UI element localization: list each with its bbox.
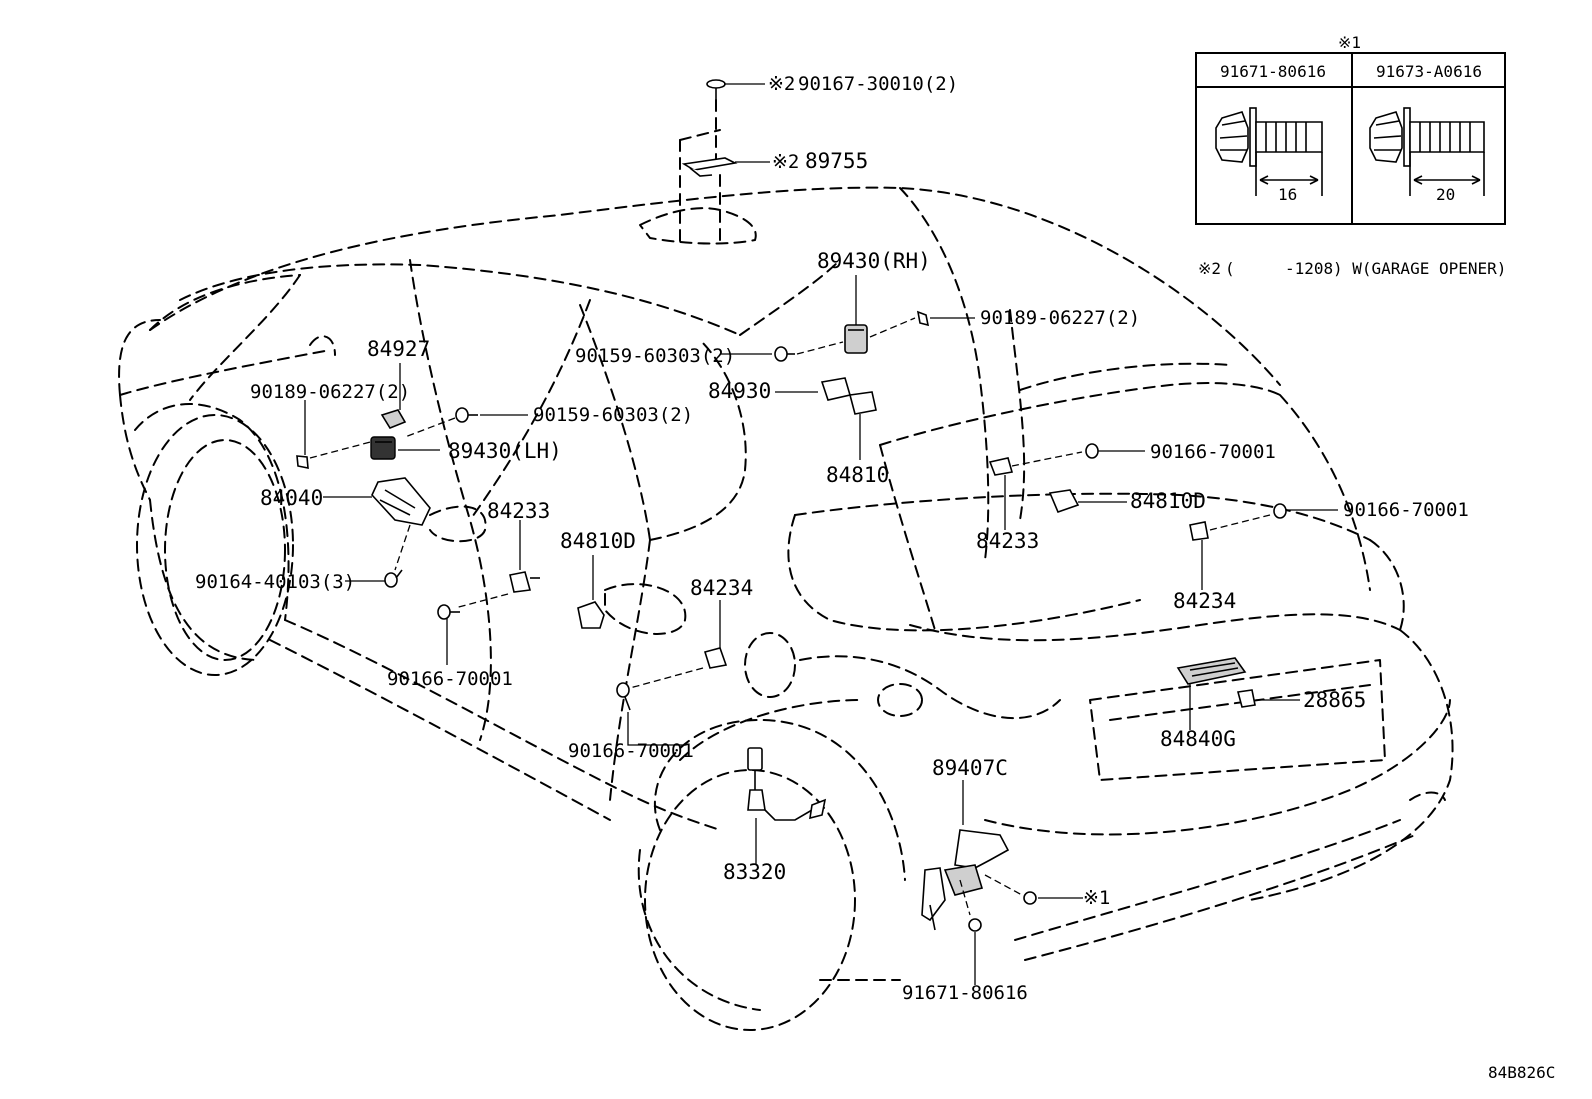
bolt-90159-center	[720, 341, 844, 362]
label-91671-80616: 91671-80616	[902, 982, 1028, 1004]
bolt-table-col1-part: 91671-80616	[1220, 62, 1326, 81]
switch-84234-right	[1189, 514, 1271, 590]
bolt-table-title: ※1	[1338, 33, 1361, 52]
label-90189-right: 90189-06227(2)	[980, 307, 1140, 329]
label-83320: 83320	[723, 860, 786, 884]
bolt-90166-b	[616, 682, 685, 746]
label-90164-40103: 90164-40103(3)	[195, 571, 355, 593]
switch-84840g	[1176, 657, 1247, 730]
label-84810: 84810	[826, 463, 889, 487]
bolt-drawing-91671: 16	[1215, 107, 1323, 204]
sensor-89430-rh	[844, 275, 916, 354]
bolt-mark1	[1023, 891, 1083, 905]
label-90166-c: 90166-70001	[1150, 441, 1276, 463]
bolt-table-col2-part: 91673-A0616	[1376, 62, 1482, 81]
switch-84233-left	[454, 520, 540, 609]
clip-90189-right	[916, 310, 975, 327]
label-89407c: 89407C	[932, 756, 1008, 780]
bolt-91671-80616	[959, 879, 982, 985]
bolt-table-col1-length: 16	[1278, 185, 1297, 204]
label-90189-left: 90189-06227(2)	[250, 381, 410, 403]
screw-90167-30010	[706, 79, 765, 100]
sender-83320	[747, 747, 827, 865]
label-90166-b: 90166-70001	[568, 740, 694, 762]
bolt-90166-d	[1273, 503, 1338, 519]
label-84927: 84927	[367, 337, 430, 361]
label-89430-rh: 89430(RH)	[817, 249, 931, 273]
label-84234-right: 84234	[1173, 589, 1236, 613]
label-84233-left: 84233	[487, 499, 550, 523]
figure-code: 84B826C	[1488, 1063, 1555, 1082]
label-90166-d: 90166-70001	[1343, 499, 1469, 521]
label-mark1: ※1	[1083, 887, 1110, 909]
note-mark: ※2	[1198, 259, 1221, 278]
label-90159-center: 90159-60303(2)	[575, 345, 735, 367]
switch-84927	[380, 363, 407, 429]
clip-90189-left	[296, 400, 379, 469]
label-90167-30010: 90167-30010(2)	[798, 73, 958, 95]
footnote-mark2: ※2 ( -1208 ) W(GARAGE OPENER)	[1198, 259, 1506, 278]
door-lock-84040	[323, 477, 431, 571]
label-84234-center: 84234	[690, 576, 753, 600]
label-90159-left: 90159-60303(2)	[533, 404, 693, 426]
label-90166-a: 90166-70001	[387, 668, 513, 690]
car-body-outline	[118, 186, 1454, 1031]
note-text: ) W(GARAGE OPENER)	[1333, 259, 1506, 278]
note-code: -1208	[1285, 259, 1333, 278]
label-84810d-right: 84810D	[1130, 489, 1206, 513]
mark2-label-89755: ※2	[772, 151, 799, 173]
label-89755: 89755	[805, 149, 868, 173]
garage-opener-89755	[679, 99, 770, 246]
part-labels: ※2 90167-30010(2) ※2 89755 89430(RH) 901…	[195, 73, 1469, 1004]
bolt-spec-table: ※1 91671-80616 91673-A0616 16 20	[1195, 33, 1506, 225]
switch-84810d-left	[577, 555, 605, 629]
label-84930: 84930	[708, 379, 771, 403]
label-89430-lh: 89430(LH)	[448, 439, 562, 463]
bolt-90166-a	[437, 604, 460, 665]
mark2-label-90167: ※2	[768, 73, 795, 95]
bolt-drawing-91673: 20	[1369, 107, 1485, 204]
label-84810d-left: 84810D	[560, 529, 636, 553]
sensor-89407c	[921, 780, 1023, 931]
label-84233-right: 84233	[976, 529, 1039, 553]
sensor-89430-lh	[370, 436, 440, 460]
switch-84810d-right	[1048, 489, 1127, 514]
label-28865: 28865	[1303, 688, 1366, 712]
bolt-90166-c	[1085, 443, 1145, 459]
part-28865	[1236, 689, 1300, 708]
note-open: (	[1225, 259, 1235, 278]
bolt-table-col2-length: 20	[1436, 185, 1455, 204]
bolt-90164-40103	[345, 569, 403, 588]
label-84040: 84040	[260, 486, 323, 510]
switch-84233-right	[988, 451, 1083, 530]
switch-84930	[775, 377, 877, 460]
label-84840g: 84840G	[1160, 727, 1236, 751]
bolt-90159-left	[404, 407, 528, 438]
switch-84234-center	[629, 600, 728, 689]
